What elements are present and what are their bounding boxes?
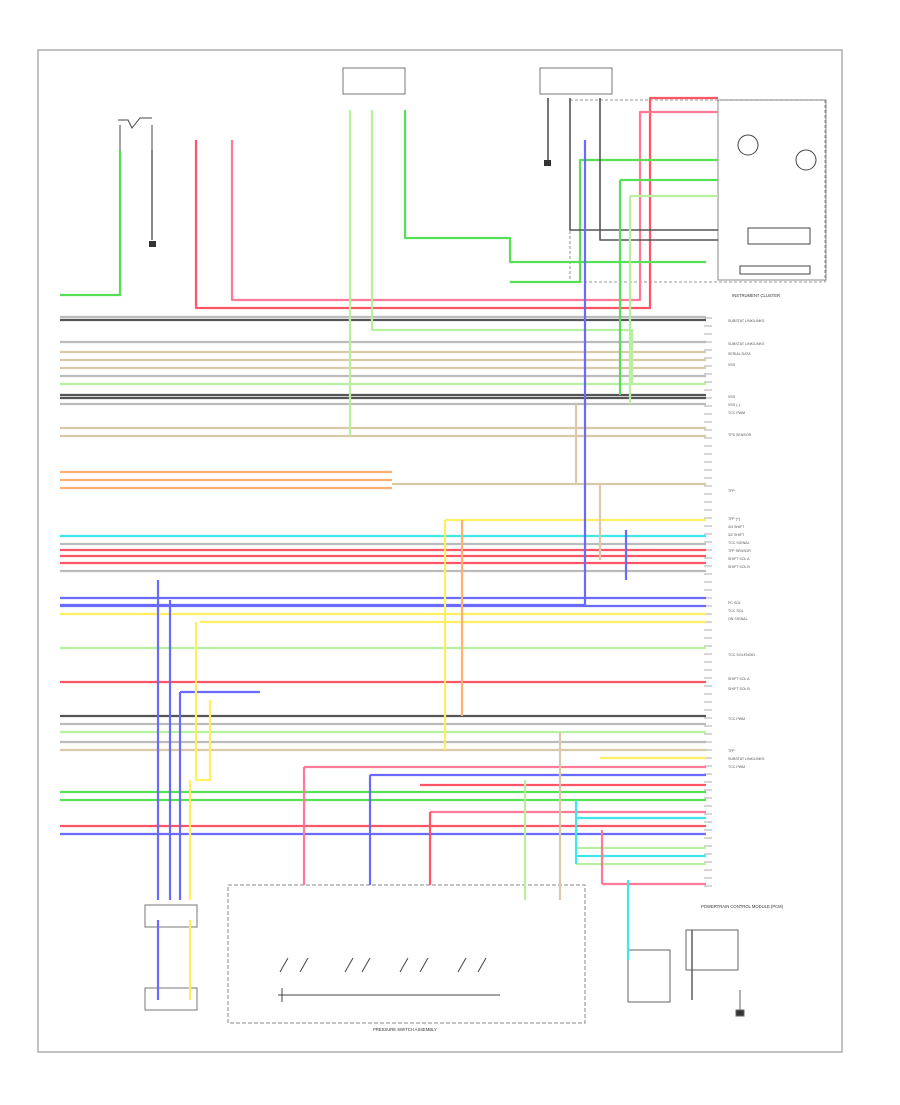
cluster-wire: [569, 98, 718, 231]
pcm-pin-labels: SUBSTAT LINK/LINKS SUBSTAT LINK/LINKS SERI…: [728, 319, 765, 769]
pcm-pin-label: 4/3 SHIFT: [728, 525, 745, 529]
pcm-pin-label: SERIAL DATA: [728, 352, 751, 356]
bottom-wire-3: [178, 690, 260, 900]
pcm-pin-label: SUBSTAT LINK/LINKS: [728, 319, 765, 323]
pcm-pin-label: SHIFT SOL A: [728, 677, 750, 681]
pressure-switch-label: PRESSURE SWITCH ASSEMBLY: [373, 1027, 437, 1032]
pcm-pin-label: TCC PWM: [728, 717, 745, 721]
pcm-pin-label: SHIFT SOL A: [728, 557, 750, 561]
pcm-pin-label: TCC PWM: [728, 411, 745, 415]
ignition-feed-wire: [194, 96, 718, 310]
pcm-pin-label: TCC SIGNAL: [728, 541, 750, 545]
cluster-signal-wire-4: [510, 158, 718, 284]
instrument-cluster-box: [569, 99, 827, 283]
vss-module: [144, 904, 198, 1011]
fuse-feed-wire: [60, 150, 122, 297]
pressure-switch-box: [227, 884, 586, 1024]
cluster-wire-2: [599, 98, 718, 241]
pcm-pin-label: VSS: [728, 395, 736, 399]
pcm-pin-label: TCC PWM: [728, 765, 745, 769]
wire-harness: [60, 96, 718, 1000]
pcm-pin-label: ON SIGNAL: [728, 617, 748, 621]
connector-box-top-right: [539, 67, 613, 95]
sensor-module-bottom-right: [627, 929, 745, 1017]
pcm-pin-label: TPS SENSOR: [728, 433, 752, 437]
pcm-pin-label: TFP (+): [728, 517, 740, 521]
bottom-wire-4: [194, 622, 212, 782]
connector-box-top: [342, 67, 406, 95]
cluster-signal-wire-3: [403, 110, 706, 264]
pcm-pin-label: TFP SENSOR: [728, 549, 751, 553]
pcm-pin-label: SHIFT SOL B: [728, 565, 750, 569]
pcm-pin-label: SHIFT SOL B: [728, 687, 750, 691]
pcm-pin-label: 3/2 SHIFT: [728, 533, 745, 537]
pcm-pin-label: SUBSTAT LINK/LINKS: [728, 757, 765, 761]
diagram-border: [37, 49, 843, 1053]
pcm-pin-label: TFP: [728, 749, 735, 753]
instrument-cluster-label: INSTRUMENT CLUSTER: [732, 293, 780, 298]
fuse-block: [118, 117, 153, 150]
cluster-wire-4: [628, 194, 718, 404]
pcm-label: POWERTRAIN CONTROL MODULE (PCM): [701, 904, 784, 909]
pcm-pin-label: TFP: [728, 489, 735, 493]
pcm-pin-label: VSS (-): [728, 403, 740, 407]
cluster-signal-wire-2: [370, 110, 634, 384]
vss-wire: [60, 140, 587, 607]
pcm-pin-column: [704, 317, 712, 887]
cluster-wire-3: [618, 178, 718, 395]
pcm-pin-label: PC SOL: [728, 601, 741, 605]
pcm-pin-label: TCC SOL: [728, 609, 744, 613]
ground-symbols: [149, 160, 551, 247]
pcm-pin-label: SUBSTAT LINK/LINKS: [728, 342, 765, 346]
pcm-pin-label: TCC SOLENOID: [728, 653, 755, 657]
ignition-feed-wire-2: [230, 110, 718, 302]
pcm-pin-label: VSS: [728, 363, 736, 367]
